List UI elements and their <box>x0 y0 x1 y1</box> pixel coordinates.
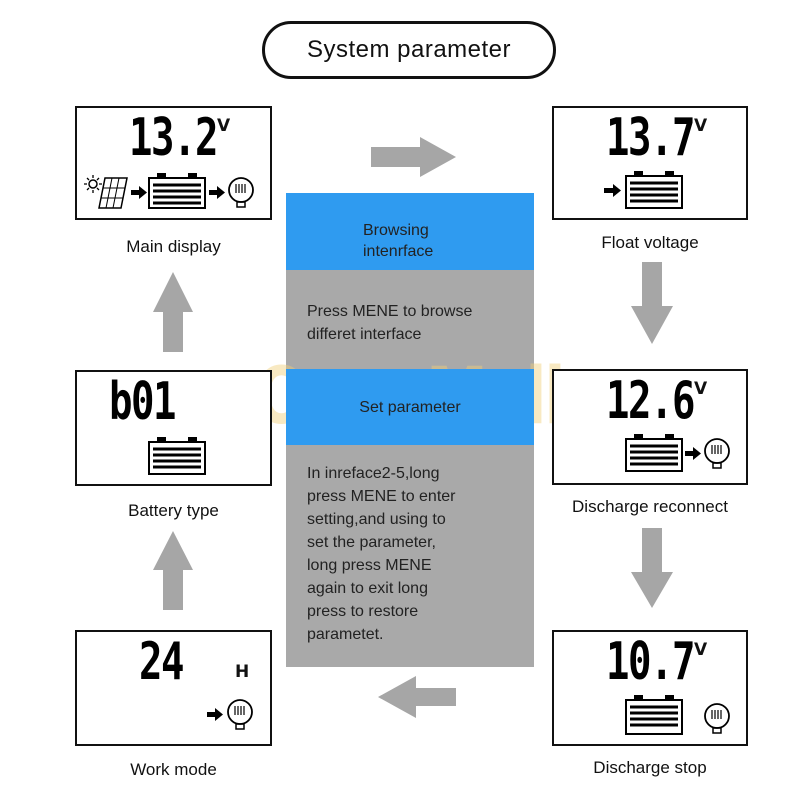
set-parameter-label: Set parameter <box>359 399 461 416</box>
arrow-right-icon <box>604 184 621 197</box>
browsing-band: Browsing intenrface <box>286 193 534 270</box>
work-mode-caption: Work mode <box>130 760 217 779</box>
solar-panel-icon <box>98 177 128 209</box>
battery-type-caption: Battery type <box>128 501 219 520</box>
arrow-right-icon <box>131 186 147 199</box>
float-voltage-caption: Float voltage <box>601 233 699 252</box>
set-line: set the parameter, <box>307 534 436 551</box>
arrow-right-icon <box>685 447 701 460</box>
discharge-reconnect-caption: Discharge reconnect <box>572 497 728 516</box>
volt-unit: V <box>217 116 231 136</box>
battery-icon <box>625 434 683 472</box>
set-line: In inreface2-5,long <box>307 465 440 482</box>
arrow-right-icon <box>371 137 456 177</box>
volt-unit: V <box>694 379 708 399</box>
set-line: press to restore <box>307 603 419 620</box>
diagram-title: System parameter <box>262 21 556 79</box>
stop-reading: 10.7 <box>606 632 695 692</box>
lamp-icon <box>704 438 730 469</box>
set-line: setting,and using to <box>307 511 446 528</box>
battery-type-icons <box>148 437 206 475</box>
work-mode-reading: 24 <box>139 632 184 692</box>
battery-type-panel: b01 <box>75 370 272 486</box>
arrow-left-icon <box>378 676 456 718</box>
work-mode-icons <box>207 699 253 730</box>
arrow-down-icon <box>631 528 673 608</box>
arrow-right-icon <box>207 708 223 721</box>
battery-icon <box>625 695 683 735</box>
arrow-up-icon <box>153 272 193 352</box>
float-reading: 13.7 <box>606 108 695 168</box>
browse-line: differet interface <box>307 326 422 343</box>
work-mode-panel: 24 H <box>75 630 272 746</box>
main-icons <box>84 173 254 209</box>
set-line: long press MENE <box>307 557 432 574</box>
discharge-stop-caption: Discharge stop <box>593 758 707 777</box>
arrow-down-icon <box>631 262 673 344</box>
reconnect-icons <box>625 434 730 472</box>
battery-icon <box>148 173 206 209</box>
volt-unit: V <box>694 116 708 136</box>
volt-unit: V <box>694 640 708 660</box>
float-voltage-panel: 13.7 V <box>552 106 748 220</box>
battery-icon <box>148 437 206 475</box>
discharge-stop-panel: 10.7 V <box>552 630 748 746</box>
battery-type-reading: b01 <box>109 372 176 432</box>
lamp-icon <box>227 699 253 730</box>
float-icons <box>604 171 683 209</box>
battery-icon <box>625 171 683 209</box>
browse-instructions: Press MENE to browse differet interface <box>307 300 472 346</box>
stop-icons <box>625 695 730 735</box>
discharge-reconnect-panel: 12.6 V <box>552 369 748 485</box>
lamp-icon <box>228 177 254 208</box>
set-parameter-band: Set parameter <box>286 369 534 445</box>
lamp-icon <box>704 703 730 734</box>
main-display-caption: Main display <box>126 237 221 256</box>
set-line: again to exit long <box>307 580 428 597</box>
browse-line: Press MENE to browse <box>307 303 473 320</box>
main-reading: 13.2 <box>129 108 218 168</box>
arrow-right-icon <box>209 186 225 199</box>
set-line: parametet. <box>307 626 384 643</box>
arrow-up-icon <box>153 531 193 610</box>
browsing-line-1: Browsing <box>363 222 429 239</box>
set-instructions: In inreface2-5,long press MENE to enter … <box>307 462 456 646</box>
browsing-line-2: intenrface <box>363 243 434 260</box>
set-line: press MENE to enter <box>307 488 456 505</box>
main-display-panel: 13.2 V <box>75 106 272 220</box>
reconnect-reading: 12.6 <box>606 371 695 431</box>
hour-unit: H <box>235 662 250 682</box>
sun-icon <box>84 175 102 193</box>
